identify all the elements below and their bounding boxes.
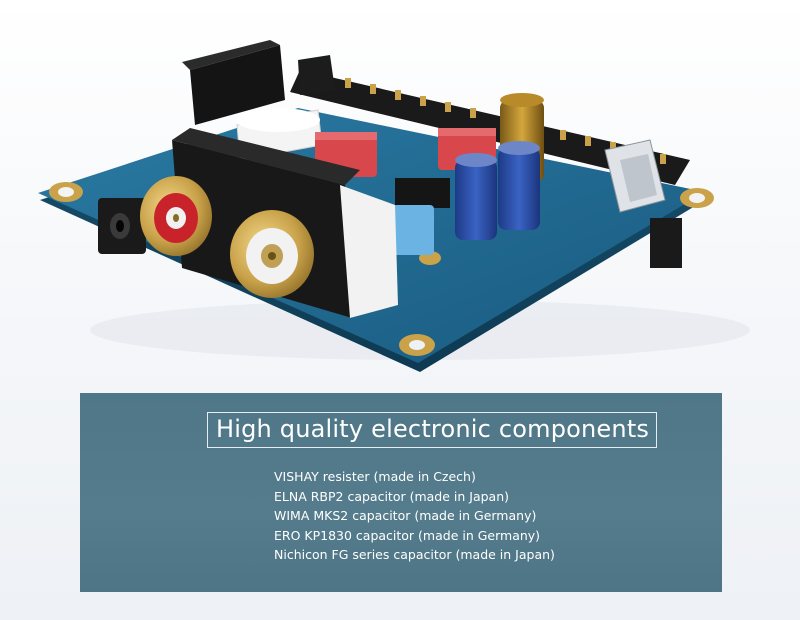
headphone-jack (98, 198, 146, 254)
blue-box-capacitor (392, 205, 434, 255)
rca-white (230, 210, 314, 298)
black-component (182, 40, 335, 125)
list-item: ERO KP1830 capacitor (made in Germany) (274, 527, 541, 543)
list-item: VISHAY resister (made in Czech) (274, 469, 476, 484)
list-item: ELNA RBP2 capacitor (made in Japan) (274, 488, 510, 504)
mounting-holes (49, 182, 714, 356)
dac-chip (395, 178, 450, 208)
electrolytic-capacitors (455, 93, 544, 240)
rca-red (140, 176, 212, 256)
info-panel: High quality electronic components VISHA… (80, 393, 722, 592)
product-photo (38, 40, 750, 372)
headline: High quality electronic components (207, 412, 658, 448)
metal-switch (604, 139, 666, 213)
list-item: WIMA MKS2 capacitor (made in Germany) (274, 508, 537, 524)
bottom-header (650, 218, 682, 268)
list-item: Nichicon FG series capacitor (made in Ja… (274, 547, 555, 563)
feature-list: VISHAY resister (made in Czech) ELNA RBP… (274, 467, 555, 565)
